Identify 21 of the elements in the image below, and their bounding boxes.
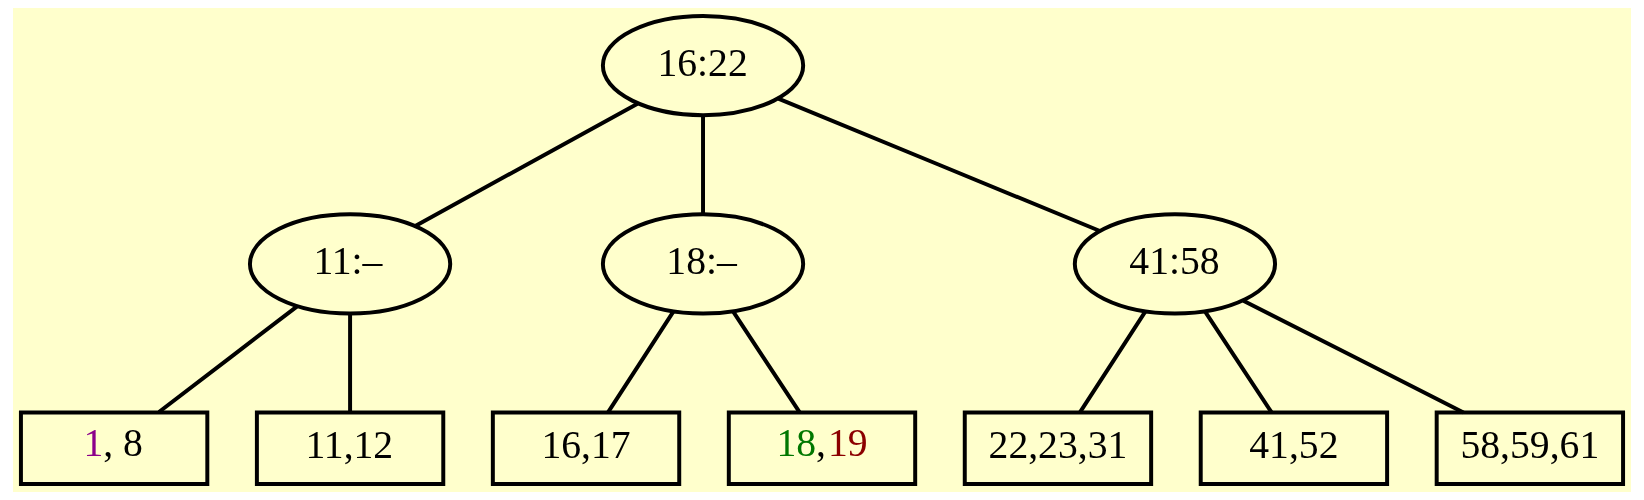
node-ellipse: 18:– [600, 212, 806, 316]
node-box: 58,59,61 [1434, 410, 1626, 486]
connector [701, 115, 705, 214]
connector [1078, 310, 1148, 414]
connector [731, 310, 802, 414]
node-ellipse: 41:58 [1072, 212, 1278, 316]
node-box: 16,17 [490, 410, 682, 486]
node-box: 18,19 [726, 410, 918, 486]
connector [157, 304, 299, 414]
node-ellipse: 11:– [247, 212, 453, 316]
connector [414, 101, 639, 228]
connector [1242, 298, 1465, 415]
connector [606, 310, 676, 414]
connector [777, 96, 1101, 233]
node-box: 11,12 [254, 410, 446, 486]
node-box: 1, 8 [18, 410, 210, 486]
node-ellipse: 16:22 [600, 14, 806, 118]
connector [348, 314, 353, 413]
connector [1203, 310, 1274, 414]
node-box: 41,52 [1198, 410, 1390, 486]
node-box: 22,23,31 [962, 410, 1154, 486]
